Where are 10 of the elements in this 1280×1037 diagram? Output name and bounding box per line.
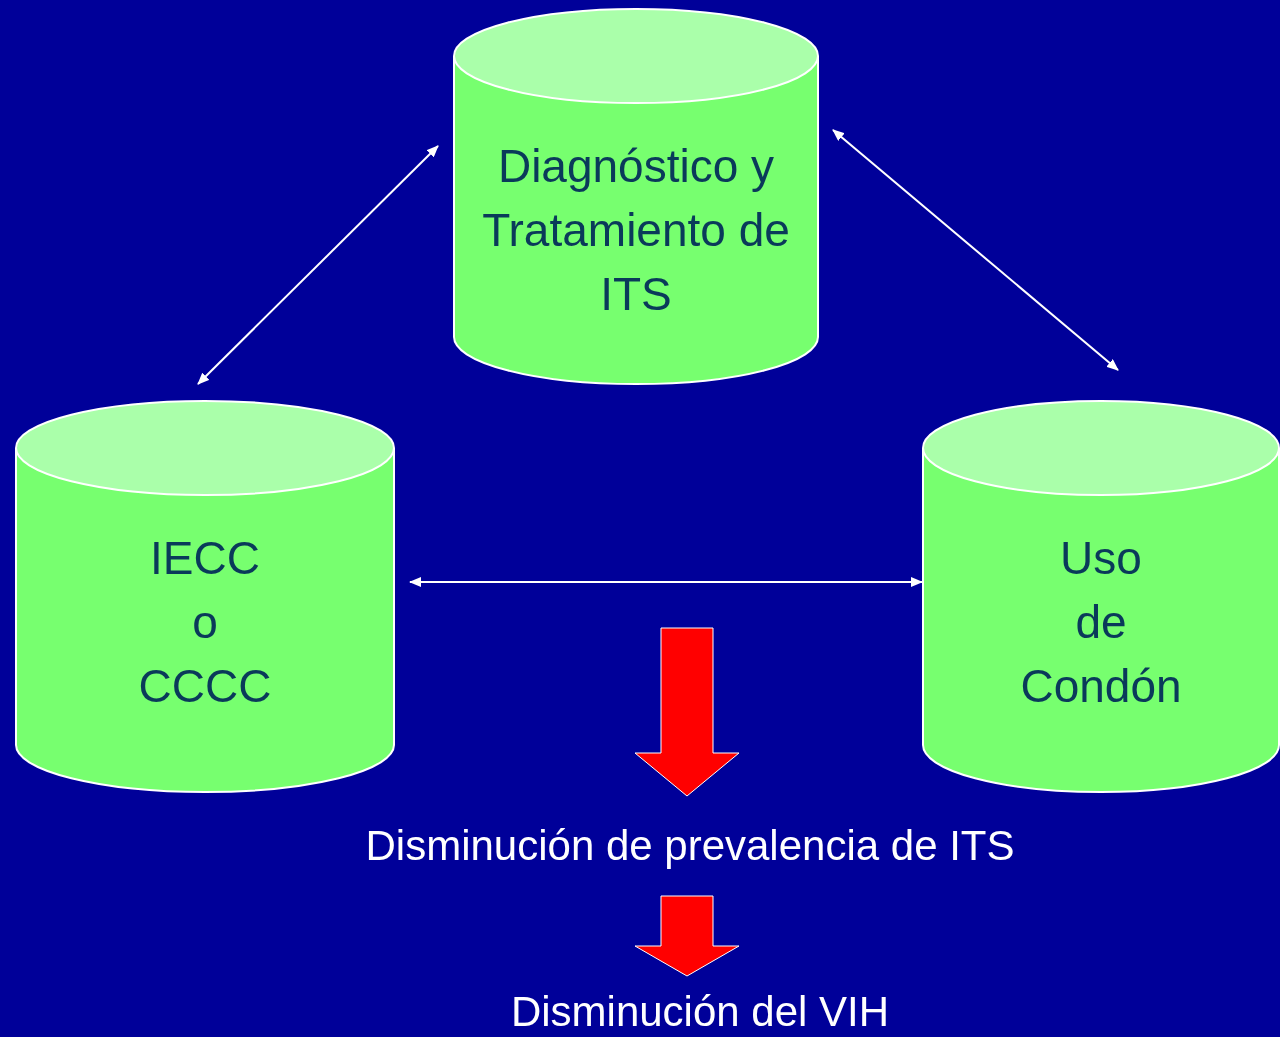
block-arrow	[634, 627, 740, 797]
cylinder-label: Diagnóstico y Tratamiento de ITS	[481, 139, 791, 322]
block-arrow	[634, 895, 740, 977]
double-arrow	[197, 145, 439, 385]
cylinder-label: Uso de Condón	[1020, 531, 1182, 714]
double-arrow	[409, 577, 923, 587]
cylinder-label: IECC o CCCC	[138, 531, 272, 714]
result-text: Disminución de prevalencia de ITS	[365, 822, 1015, 870]
double-arrow	[832, 129, 1119, 371]
result-text: Disminución del VIH	[510, 988, 890, 1036]
